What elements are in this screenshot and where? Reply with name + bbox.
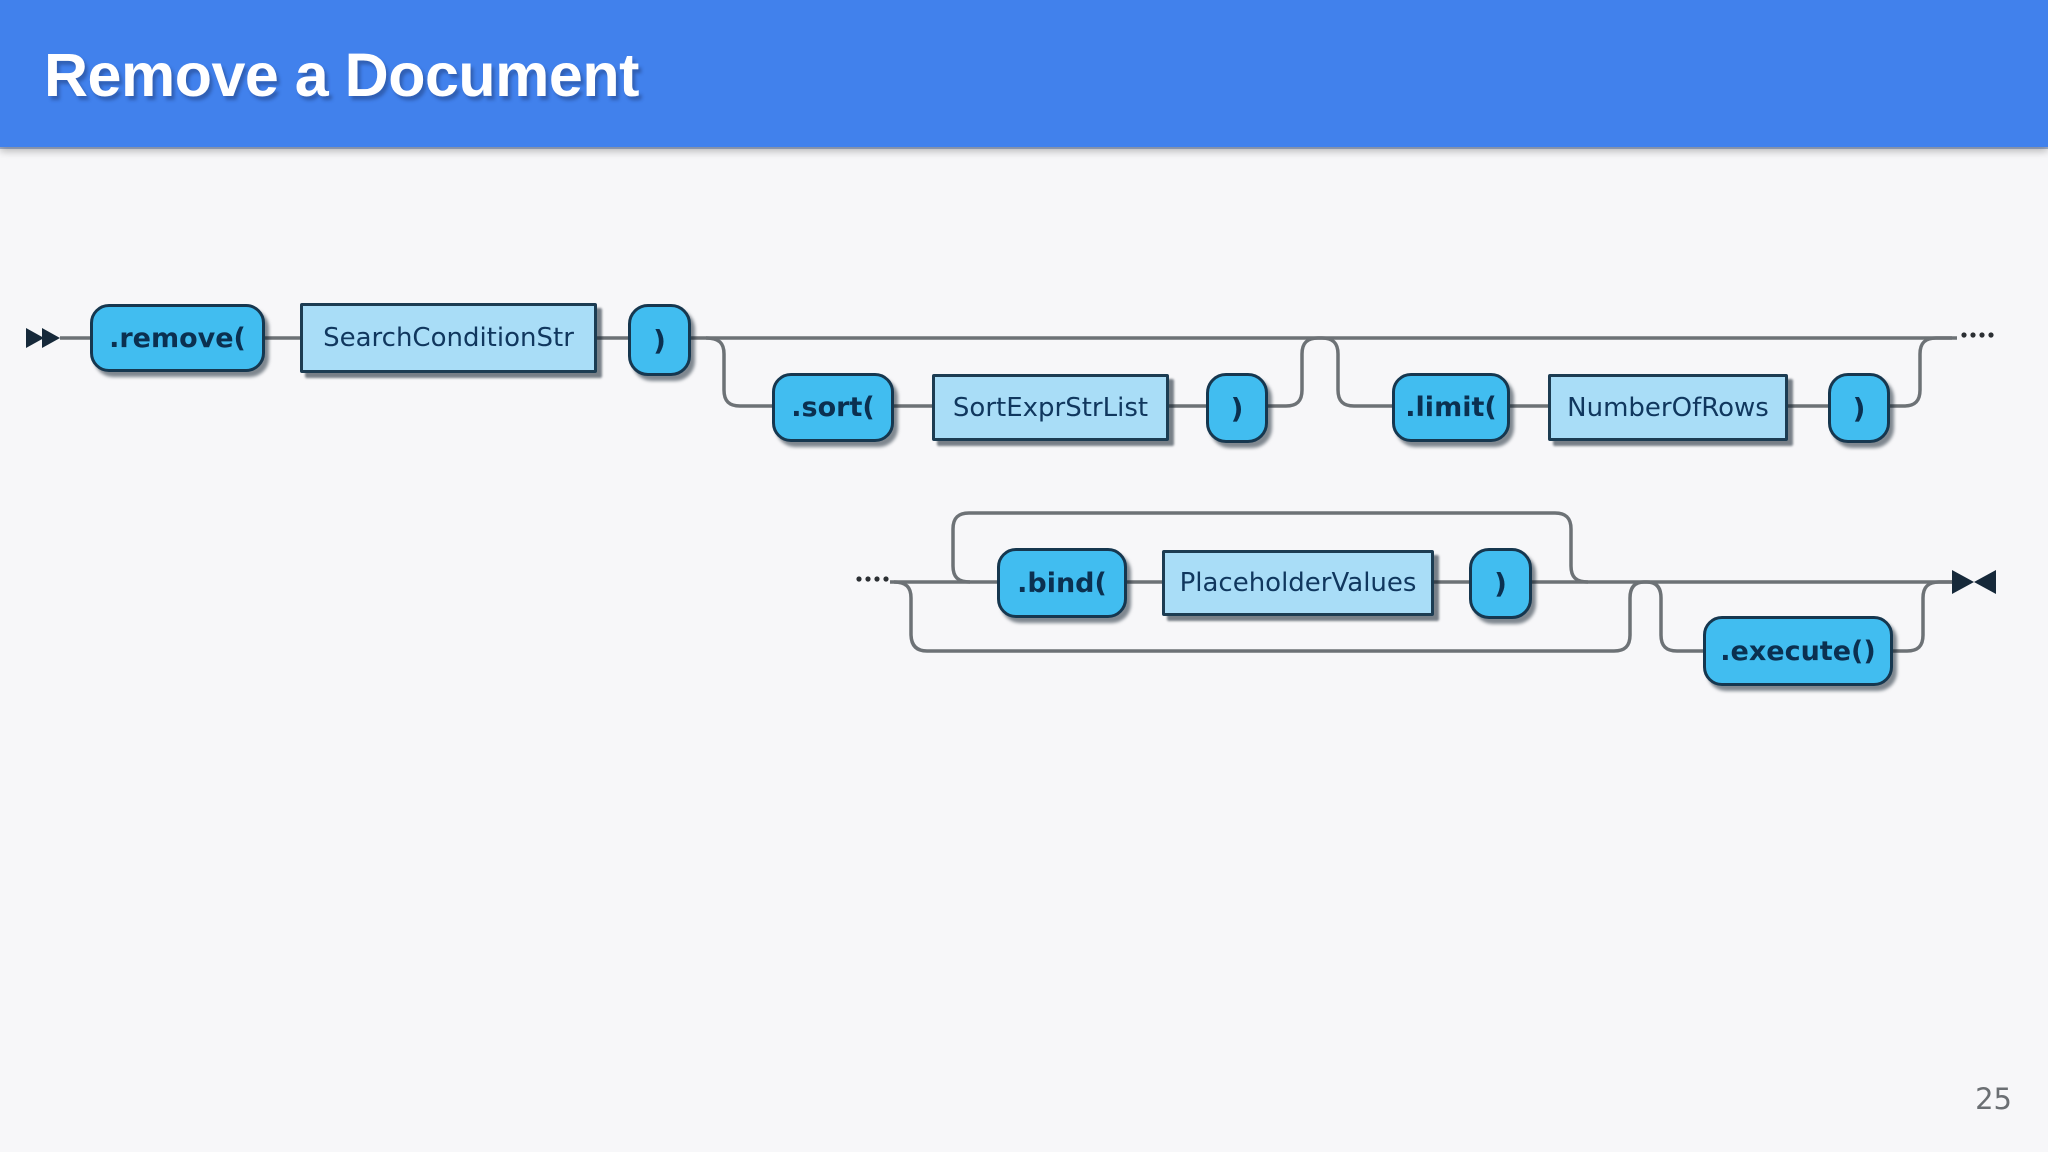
row1-rejoin-curve [1888,336,1952,408]
node-bind: .bind( [997,548,1127,618]
node-close-paren-4-label: ) [1494,567,1507,600]
node-close-paren-1: ) [628,304,691,376]
node-execute: .execute() [1703,616,1893,686]
node-number-of-rows-label: NumberOfRows [1567,392,1769,423]
node-execute-label: .execute() [1720,635,1876,667]
node-close-paren-4: ) [1469,548,1532,619]
node-limit: .limit( [1392,373,1510,442]
end-marker-icon [1974,570,1996,594]
row2-merge-branch-hump [1610,580,1705,653]
node-sort: .sort( [772,373,894,442]
page-title: Remove a Document [44,41,639,109]
node-search-condition-str-label: SearchConditionStr [323,323,574,353]
node-sort-label: .sort( [791,392,875,423]
start-arrow-icon [26,328,44,348]
node-limit-label: .limit( [1405,392,1497,423]
railroad-diagram: .remove( SearchConditionStr ) .sort( Sor… [0,147,2048,1152]
continuation-dots-row1-end [1961,332,1994,338]
node-search-condition-str: SearchConditionStr [300,303,597,373]
node-close-paren-3: ) [1828,373,1890,443]
row2-repeat-loop [951,511,1589,584]
node-remove-label: .remove( [109,322,246,354]
row1-sort-branch-curve [705,336,774,408]
node-placeholder-values: PlaceholderValues [1162,550,1434,616]
node-number-of-rows: NumberOfRows [1548,374,1788,441]
node-close-paren-3-label: ) [1852,391,1866,425]
node-close-paren-2-label: ) [1230,391,1244,425]
node-remove: .remove( [90,304,265,372]
row2-skip-branch [893,580,1610,653]
node-close-paren-2: ) [1206,373,1268,443]
node-sort-expr-str-list-label: SortExprStrList [952,392,1149,423]
row2-execute-rejoin-curve [1891,580,1952,653]
start-arrow-icon [42,328,60,348]
slide-header: Remove a Document [0,0,2048,149]
slide-page-number: 25 [1975,1082,2012,1116]
node-close-paren-1-label: ) [653,323,666,357]
end-marker-icon [1952,570,1974,594]
node-sort-expr-str-list: SortExprStrList [932,374,1169,441]
node-placeholder-values-label: PlaceholderValues [1179,568,1417,598]
row1-merge-branch-hump [1266,336,1394,408]
continuation-dots-row2-start [856,576,889,582]
node-bind-label: .bind( [1017,567,1107,599]
